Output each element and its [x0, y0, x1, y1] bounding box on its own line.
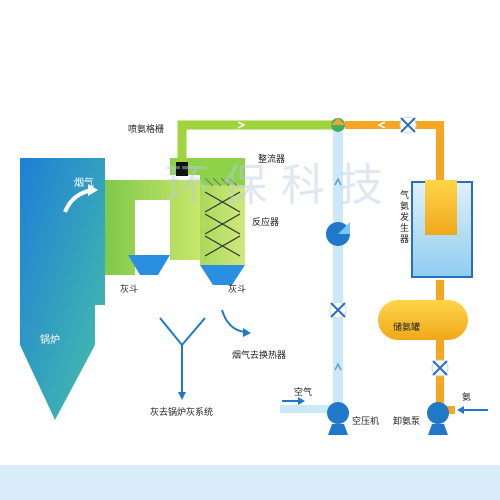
green-flow-arrow — [237, 121, 246, 129]
label-ammonia-tank: 储氨罐 — [393, 321, 420, 333]
ash-hopper-1 — [128, 255, 170, 275]
ammonia-evaporator — [411, 180, 473, 278]
ammonia-grid — [176, 162, 188, 176]
valve-top-right — [399, 116, 417, 134]
flue-gas-arrow-head — [88, 184, 98, 196]
label-ammonia-grid: 喷氨格栅 — [128, 123, 164, 135]
air-pipe — [333, 132, 343, 412]
reactor-body — [200, 185, 245, 265]
label-reactor: 反应器 — [252, 216, 279, 228]
flue-duct — [105, 180, 200, 275]
ammonia-line — [177, 120, 335, 162]
boiler — [20, 158, 105, 420]
ammonia-inlet-arrow-head — [457, 406, 464, 414]
label-ash-hopper-1: 灰斗 — [120, 283, 138, 295]
ammonia-tank — [378, 300, 468, 340]
label-flue-to-exchanger: 烟气去换热器 — [232, 349, 286, 361]
bottom-band — [0, 465, 500, 500]
air-inlet-arrow-head — [298, 397, 305, 405]
watermark: 环 保 科 技 — [165, 160, 383, 211]
valve-right-vertical — [431, 359, 449, 377]
label-ash-hopper-2: 灰斗 — [228, 283, 246, 295]
label-air: 空气 — [294, 386, 312, 398]
reactor-inlet-duct — [170, 158, 245, 185]
label-ammonia: 氨 — [462, 391, 471, 403]
label-air-compressor: 空压机 — [352, 415, 379, 427]
catalyst-layers — [204, 191, 241, 257]
label-flow-straightener: 整流器 — [258, 153, 285, 165]
label-unloading-pump: 卸氨泵 — [393, 415, 420, 427]
ash-to-system-arrows — [159, 317, 206, 395]
flue-to-exchanger-arrow — [221, 309, 246, 333]
label-flue-gas: 烟气 — [74, 176, 94, 189]
label-boiler: 锅炉 — [40, 334, 60, 346]
flow-straightener — [204, 177, 238, 187]
reactor-hopper — [200, 265, 245, 285]
flue-to-exchanger-arrow-head — [243, 328, 251, 337]
air-flow-arrow-2 — [334, 362, 342, 371]
label-ammonia-evaporator: 气氨发生器 — [400, 189, 409, 245]
label-ash-to-system: 灰去锅炉灰系统 — [150, 406, 213, 418]
duct-turn-arrow-head — [160, 228, 168, 238]
dilution-fan — [326, 222, 350, 246]
ash-arrow-head — [178, 392, 186, 400]
unloading-pump — [427, 402, 449, 435]
orange-flow-arrow — [377, 121, 386, 129]
valve-air-line — [329, 301, 347, 319]
air-flow-arrow-1 — [334, 177, 342, 186]
mixer-top — [331, 118, 345, 125]
air-compressor — [327, 402, 349, 435]
air-inlet-pipe — [280, 405, 335, 413]
